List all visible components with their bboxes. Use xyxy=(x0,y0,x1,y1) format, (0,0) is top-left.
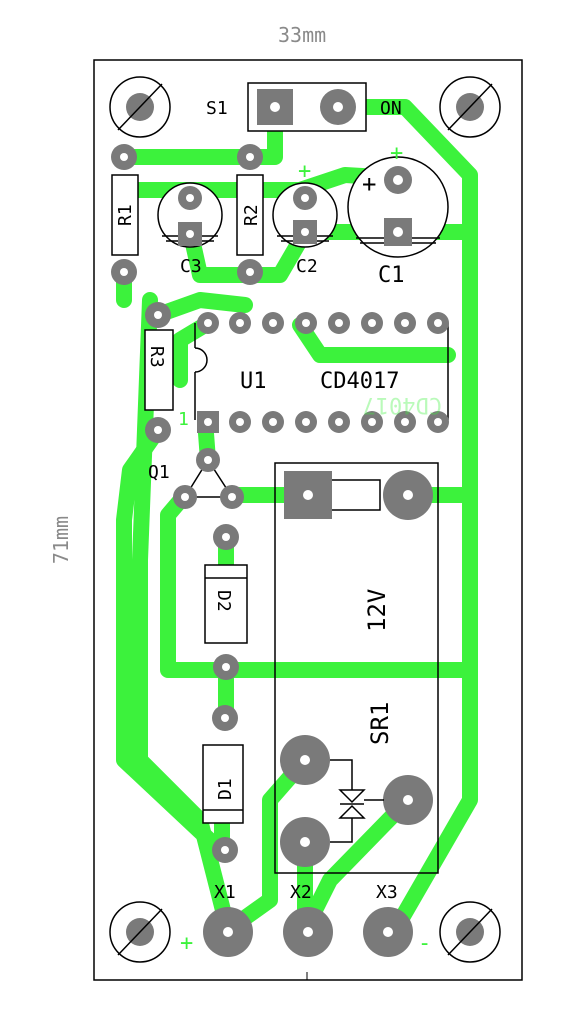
ic-ref-label: U1 xyxy=(240,369,267,394)
x3-minus-mark: - xyxy=(418,931,431,956)
c1-inner-plus: + xyxy=(362,170,376,198)
mounting-hole-bottom-left xyxy=(109,901,171,963)
mounting-hole-top-left xyxy=(109,76,171,138)
x3-label: X3 xyxy=(376,882,398,903)
q1-label: Q1 xyxy=(148,462,170,483)
terminal-x1: X1 + xyxy=(180,882,253,957)
capacitor-c2: + C2 xyxy=(272,159,338,277)
diode-d1: D1 xyxy=(202,705,244,863)
r1-label: R1 xyxy=(115,204,136,226)
d2-label: D2 xyxy=(213,590,234,612)
relay-sr1: 12V SR1 xyxy=(274,462,439,874)
x1-label: X1 xyxy=(214,882,236,903)
r3-label: R3 xyxy=(146,346,167,368)
ic-u1: U1 CD4017 CD4017 1 xyxy=(178,312,449,433)
c2-label: C2 xyxy=(296,256,318,277)
height-dimension-label: 71mm xyxy=(49,516,73,564)
relay-switch-symbol xyxy=(330,759,384,843)
mounting-hole-bottom-right xyxy=(439,901,501,963)
resistor-r1: R1 xyxy=(111,144,139,285)
mounting-hole-top-right xyxy=(439,76,501,138)
x2-label: X2 xyxy=(290,882,312,903)
r2-label: R2 xyxy=(241,204,262,226)
terminal-x2: X2 xyxy=(283,882,333,957)
c2-plus-mark: + xyxy=(298,159,311,184)
c1-label: C1 xyxy=(378,263,405,288)
d1-label: D1 xyxy=(215,778,236,800)
switch-ref-label: S1 xyxy=(206,98,228,119)
relay-voltage-label: 12V xyxy=(363,589,391,632)
x1-plus-mark: + xyxy=(180,931,193,956)
switch-s1: S1 ON xyxy=(206,82,402,132)
terminal-x3: X3 - xyxy=(363,882,431,957)
resistor-r2: R2 xyxy=(236,144,264,285)
width-dimension-label: 33mm xyxy=(278,23,326,47)
ic-part-label: CD4017 xyxy=(320,369,399,394)
capacitor-c3: C3 xyxy=(157,182,223,277)
c1-plus-mark: + xyxy=(390,141,403,166)
diode-d2: D2 xyxy=(204,524,248,680)
c3-label: C3 xyxy=(180,256,202,277)
ic-part-mirrored: CD4017 xyxy=(363,392,442,417)
resistor-r3: R3 xyxy=(144,302,174,443)
capacitor-c1: + + C1 xyxy=(347,141,449,288)
relay-ref-label: SR1 xyxy=(366,702,394,745)
switch-on-label: ON xyxy=(380,98,402,119)
transistor-q1: Q1 xyxy=(148,448,244,509)
ic-pin1-mark: 1 xyxy=(178,409,189,430)
